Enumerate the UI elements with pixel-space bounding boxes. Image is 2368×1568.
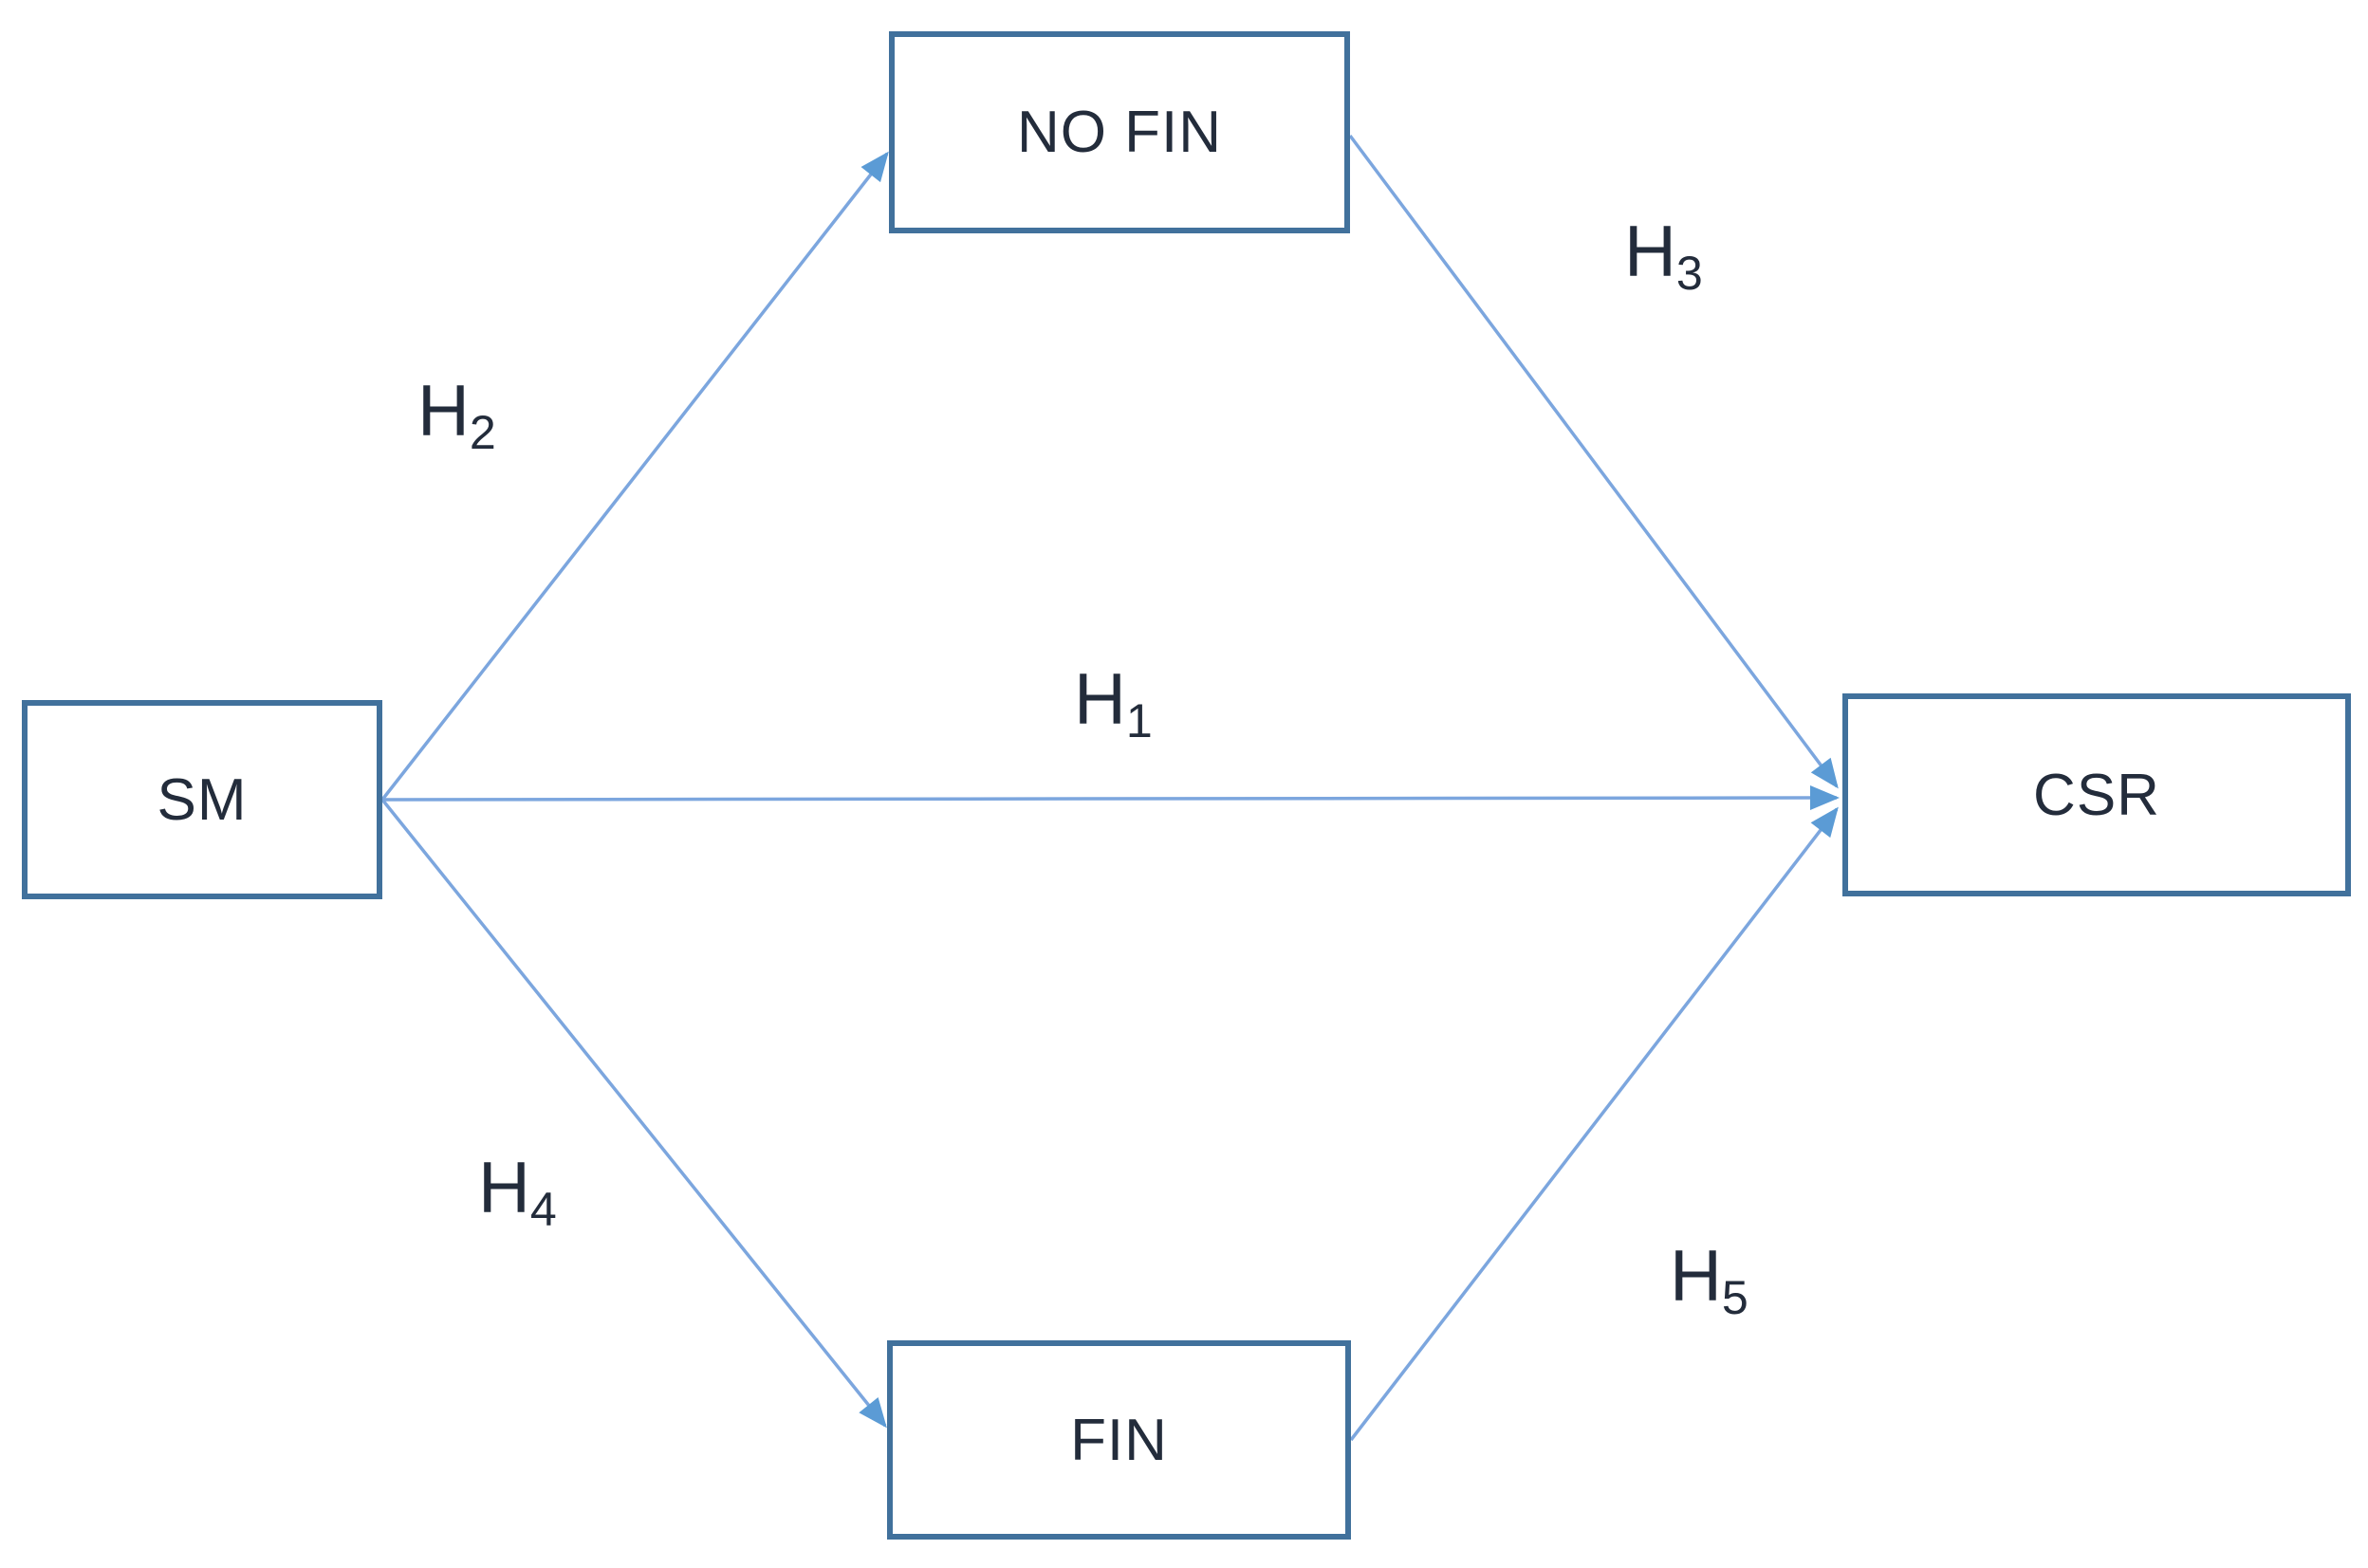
- edge-label-h5: H5: [1670, 1241, 1748, 1322]
- edge-label-h2-main: H: [417, 371, 470, 452]
- node-no-fin: NO FIN: [889, 31, 1350, 233]
- edge-label-h1-main: H: [1074, 659, 1126, 740]
- edge-sm-to-fin-arrow: [380, 798, 887, 1429]
- edge-fin-to-csr-arrow: [1349, 806, 1839, 1442]
- node-sm-label: SM: [157, 766, 248, 833]
- edge-label-h1: H1: [1074, 664, 1153, 746]
- edge-label-h5-sub: 5: [1721, 1271, 1748, 1325]
- edge-label-h2-sub: 2: [469, 406, 496, 460]
- node-csr-label: CSR: [2033, 762, 2160, 828]
- node-fin-label: FIN: [1070, 1407, 1168, 1473]
- edge-label-h1-sub: 1: [1125, 694, 1153, 748]
- edge-label-h4-main: H: [478, 1148, 530, 1228]
- edge-label-h3-sub: 3: [1675, 247, 1703, 301]
- edge-nofin-to-csr-arrow: [1348, 134, 1839, 789]
- edge-label-h4-sub: 4: [529, 1183, 557, 1237]
- edge-label-h2: H2: [417, 376, 496, 457]
- edge-label-h4: H4: [478, 1153, 557, 1234]
- node-csr: CSR: [1842, 693, 2351, 896]
- node-no-fin-label: NO FIN: [1016, 100, 1223, 165]
- edge-label-h3-main: H: [1624, 212, 1676, 292]
- node-sm: SM: [22, 700, 382, 899]
- node-fin: FIN: [887, 1340, 1351, 1540]
- edge-label-h3: H3: [1624, 216, 1703, 298]
- edge-sm-to-nofin-arrow: [380, 151, 889, 802]
- edge-sm-to-csr-arrow: [381, 785, 1840, 811]
- edge-label-h5-main: H: [1670, 1236, 1722, 1317]
